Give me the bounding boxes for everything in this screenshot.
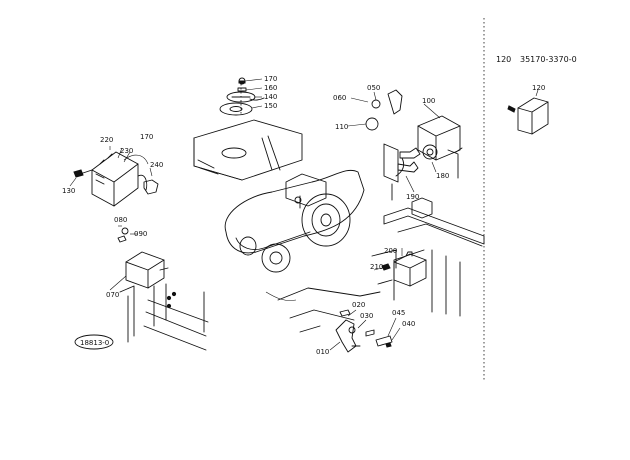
- label-020: 020: [352, 301, 365, 309]
- reference-part-number: 35170-3370-0: [520, 55, 577, 64]
- label-030: 030: [360, 312, 373, 320]
- part-120-relay: [507, 89, 549, 135]
- label-180: 180: [436, 172, 449, 180]
- label-140: 140: [264, 93, 277, 101]
- label-170-top: 170: [264, 75, 277, 83]
- label-200: 200: [384, 247, 397, 255]
- label-160: 160: [264, 84, 277, 92]
- label-210: 210: [370, 263, 383, 271]
- label-010: 010: [316, 348, 329, 356]
- label-240: 240: [150, 161, 163, 169]
- label-045: 045: [392, 309, 405, 317]
- label-230: 230: [120, 147, 133, 155]
- reference-code: 120: [496, 55, 511, 64]
- part-group-010-045: [329, 309, 401, 353]
- label-170-left: 170: [140, 133, 153, 141]
- label-080: 080: [114, 216, 127, 224]
- part-group-140-170: [219, 77, 265, 116]
- part-group-220-240: [69, 146, 159, 207]
- engine-block-outline: [193, 119, 397, 333]
- label-100: 100: [422, 97, 435, 105]
- figure-id-badge: 18813-0: [74, 334, 114, 350]
- label-040: 040: [402, 320, 415, 328]
- label-150: 150: [264, 102, 277, 110]
- right-frame: [383, 143, 485, 317]
- part-group-070-090: [109, 225, 169, 291]
- label-050: 050: [367, 84, 380, 92]
- label-070: 070: [106, 291, 119, 299]
- part-group-200-210: [373, 248, 427, 287]
- label-110: 110: [335, 123, 348, 131]
- label-090: 090: [134, 230, 147, 238]
- label-120: 120: [532, 84, 545, 92]
- svg-text:18813-0: 18813-0: [80, 339, 109, 347]
- part-group-key-switch: [347, 89, 461, 193]
- label-130: 130: [62, 187, 75, 195]
- left-frame: [119, 283, 209, 351]
- label-190: 190: [406, 193, 419, 201]
- label-060: 060: [333, 94, 346, 102]
- label-220: 220: [100, 136, 113, 144]
